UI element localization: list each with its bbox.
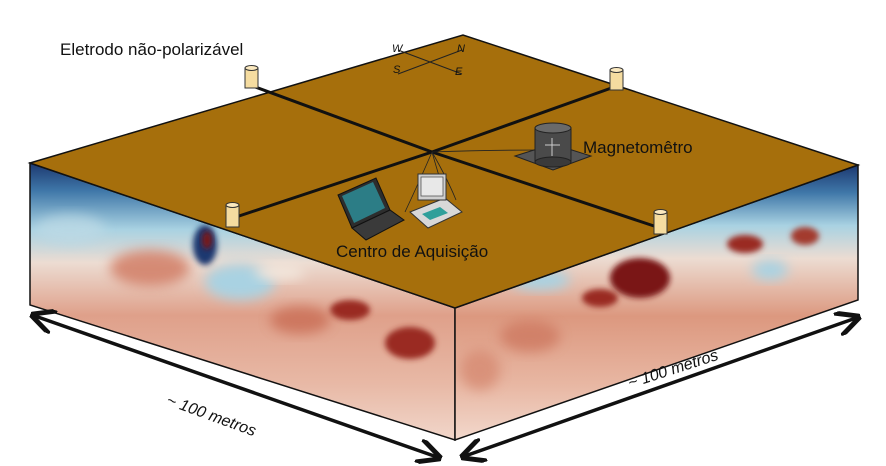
magnetometer-label: Magnetomêtro <box>583 138 693 157</box>
compass-south: S <box>393 64 401 76</box>
electrode-label: Eletrodo não-polarizável <box>60 40 244 59</box>
survey-line-north <box>249 83 433 154</box>
compass-north: N <box>457 43 465 55</box>
magnetometer-icon <box>513 122 593 171</box>
compass-east: E <box>455 66 463 78</box>
survey-line-west <box>232 150 433 220</box>
compass-west: W <box>392 43 404 55</box>
electrode-icon <box>609 67 624 91</box>
electrode-icon <box>653 209 668 235</box>
double-arrow-icon <box>465 318 856 456</box>
laptop-icon <box>337 177 405 241</box>
electrode-icon <box>244 65 259 89</box>
compass-icon: W N S E <box>392 43 465 78</box>
double-arrow-icon <box>35 316 437 457</box>
acquisition-center-label: Centro de Aquisição <box>336 242 489 261</box>
survey-line-east <box>431 84 618 154</box>
computer-icon <box>409 173 463 229</box>
electrode-icon <box>225 202 240 228</box>
survey-line-south <box>431 150 661 230</box>
